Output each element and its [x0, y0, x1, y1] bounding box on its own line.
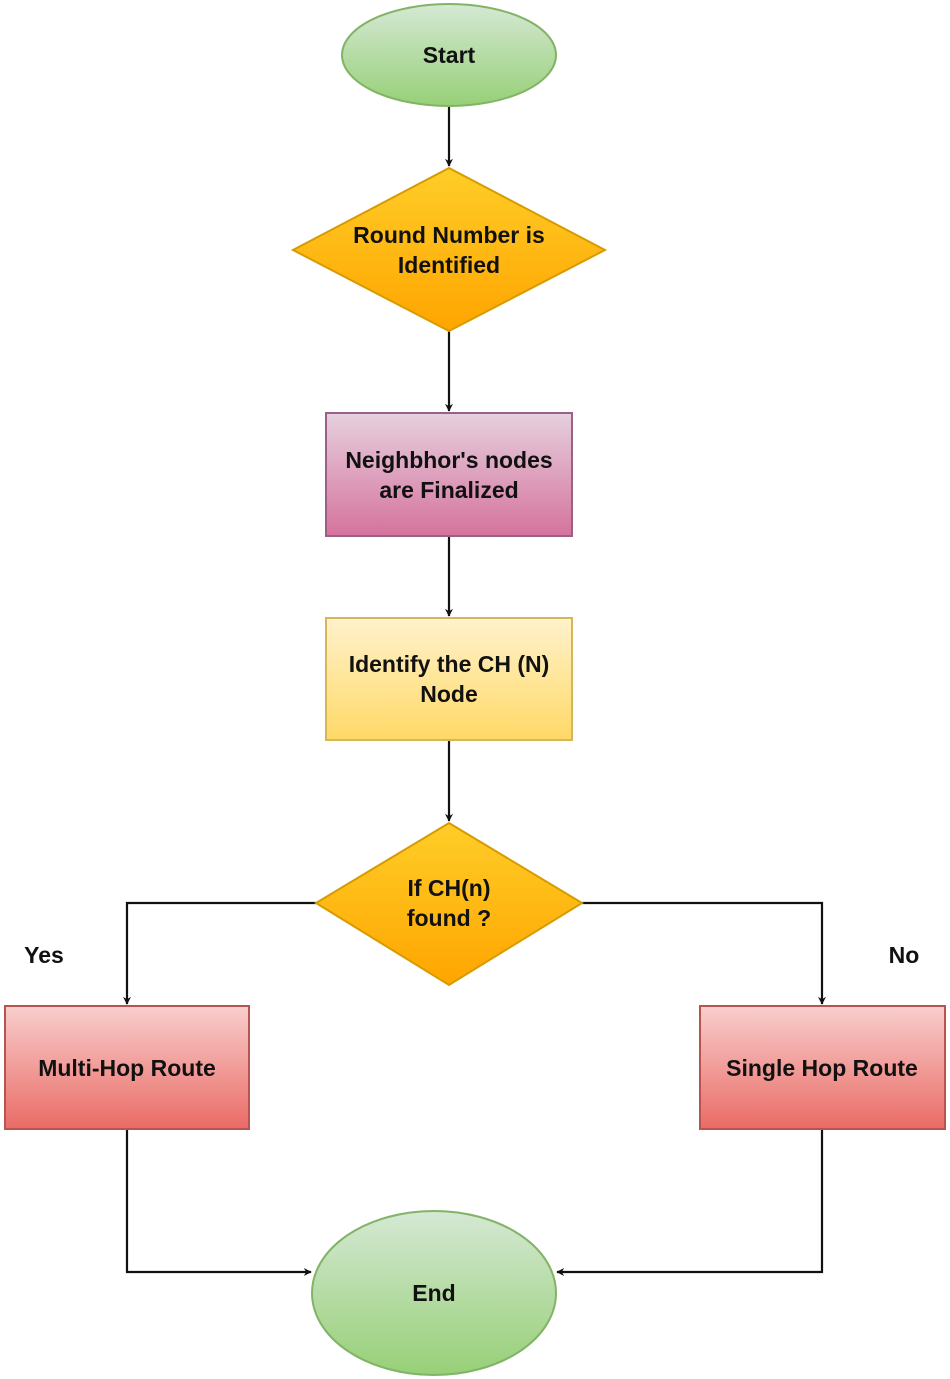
round-number-label-line1: Round Number is	[353, 222, 545, 248]
identify-ch-process: Identify the CH (N) Node	[325, 617, 573, 741]
start-label: Start	[423, 42, 476, 68]
single-hop-label: Single Hop Route	[726, 1055, 918, 1081]
single-hop-route-process: Single Hop Route	[699, 1005, 946, 1130]
no-edge-label: No	[889, 942, 920, 968]
connectors	[123, 106, 826, 1276]
end-label: End	[412, 1280, 455, 1306]
multi-hop-route-process: Multi-Hop Route	[4, 1005, 250, 1130]
neighbors-label-line2: are Finalized	[379, 477, 518, 503]
ch-found-label-line2: found ?	[407, 905, 491, 931]
identify-ch-label-line1: Identify the CH (N)	[349, 651, 550, 677]
edge-singlehop-to-end	[556, 1130, 824, 1276]
identify-ch-label-line2: Node	[420, 681, 478, 707]
neighbors-finalized-process: Neighbhor's nodes are Finalized	[325, 412, 573, 537]
neighbors-label-line1: Neighbhor's nodes	[345, 447, 552, 473]
multi-hop-label: Multi-Hop Route	[38, 1055, 216, 1081]
ch-found-label-line1: If CH(n)	[407, 875, 490, 901]
yes-edge-label: Yes	[24, 942, 64, 968]
end-node: End	[311, 1210, 557, 1376]
edge-multihop-to-end	[125, 1130, 312, 1276]
round-number-decision: Round Number is Identified	[290, 166, 608, 333]
edge-decision-no-to-singlehop	[582, 901, 826, 1005]
round-number-label-line2: Identified	[398, 252, 500, 278]
start-node: Start	[341, 3, 557, 107]
ch-found-decision: If CH(n) found ?	[314, 821, 584, 987]
edge-decision-yes-to-multihop	[123, 901, 316, 1005]
